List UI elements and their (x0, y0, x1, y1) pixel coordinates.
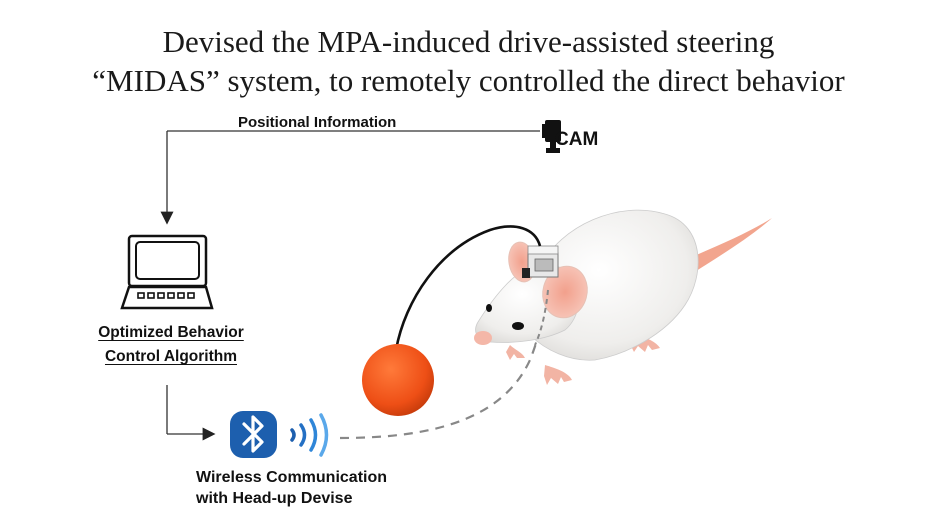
title-line-1: Devised the MPA-induced drive-assisted s… (162, 24, 775, 59)
algorithm-label-line-1: Optimized Behavior (98, 324, 244, 341)
rat-illustration (474, 209, 699, 385)
positional-information-label: Positional Information (238, 114, 397, 131)
bluetooth-icon (230, 411, 277, 458)
wireless-label: Wireless Communication with Head-up Devi… (196, 467, 387, 509)
rat-tail (680, 218, 772, 276)
head-up-device (522, 245, 559, 278)
orange-ball-target (362, 344, 434, 416)
algorithm-label-line-2: Control Algorithm (104, 348, 237, 365)
wireless-label-line-1: Wireless Communication (196, 469, 388, 486)
wireless-label-line-2: with Head-up Devise (196, 490, 353, 507)
positional-info-connector (160, 130, 540, 225)
cam-label: CAM (555, 129, 599, 150)
wireless-signal-icon (290, 413, 329, 457)
laptop-icon (120, 234, 214, 310)
tether-wire (394, 225, 542, 351)
title-line-2: “MIDAS” system, to remotely controlled t… (92, 63, 845, 98)
camera-icon (542, 120, 561, 153)
algorithm-to-wireless-connector (166, 385, 216, 441)
algorithm-label: Optimized Behavior Control Algorithm (66, 321, 276, 369)
